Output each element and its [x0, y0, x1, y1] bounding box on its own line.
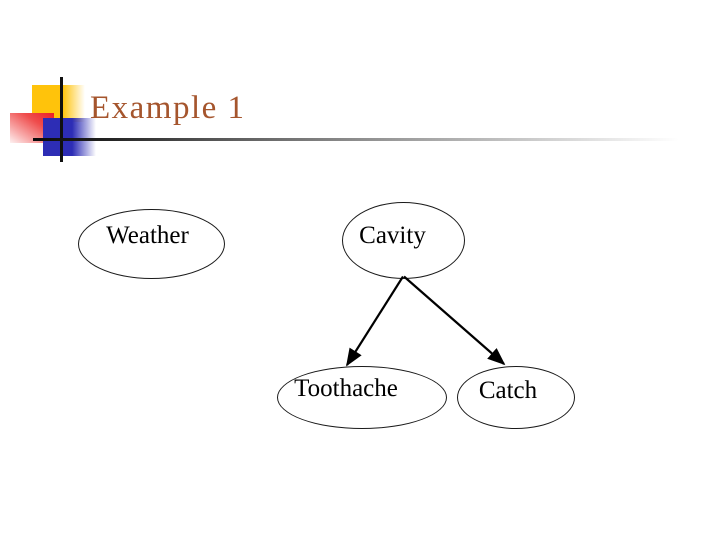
edge-cavity-toothache [346, 275, 404, 367]
node-toothache-label: Toothache [294, 374, 398, 402]
edge-cavity-catch [403, 275, 506, 366]
decoration-vertical-line [60, 77, 63, 162]
node-catch: Catch [457, 366, 575, 429]
title-divider-line [33, 138, 720, 142]
node-toothache: Toothache [277, 366, 447, 429]
node-cavity-label: Cavity [359, 221, 426, 249]
node-catch-label: Catch [478, 376, 538, 404]
slide-title: Example 1 [90, 90, 246, 126]
decoration-blue-square [43, 118, 96, 156]
node-weather: Weather [78, 209, 225, 279]
node-weather-label: Weather [106, 222, 189, 249]
node-cavity: Cavity [342, 202, 465, 279]
